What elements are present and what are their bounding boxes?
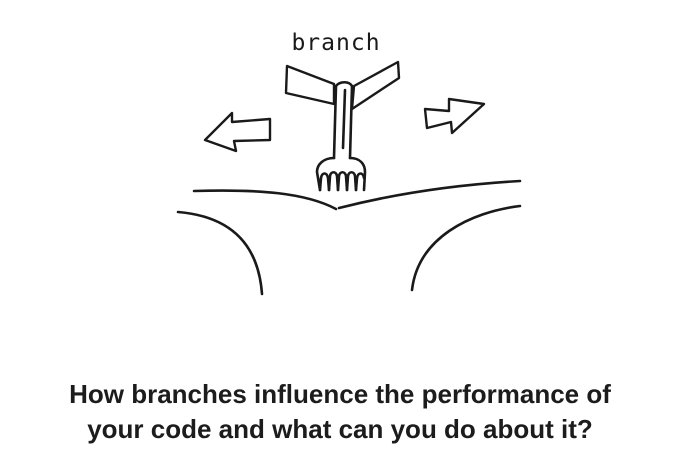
right-arrow-icon bbox=[423, 97, 486, 135]
page-title: How branches influence the performance o… bbox=[0, 377, 680, 447]
illustration-canvas: branch bbox=[176, 30, 522, 296]
left-arrow-icon bbox=[203, 111, 272, 153]
fork-icon bbox=[315, 80, 367, 192]
branch-label: branch bbox=[291, 30, 380, 56]
road-fork-icon bbox=[176, 179, 522, 296]
branch-illustration: branch bbox=[176, 30, 522, 296]
page-title-line-1: How branches influence the performance o… bbox=[69, 379, 611, 409]
signpost-wings-icon bbox=[284, 60, 401, 111]
page-title-line-2: your code and what can you do about it? bbox=[87, 414, 593, 444]
